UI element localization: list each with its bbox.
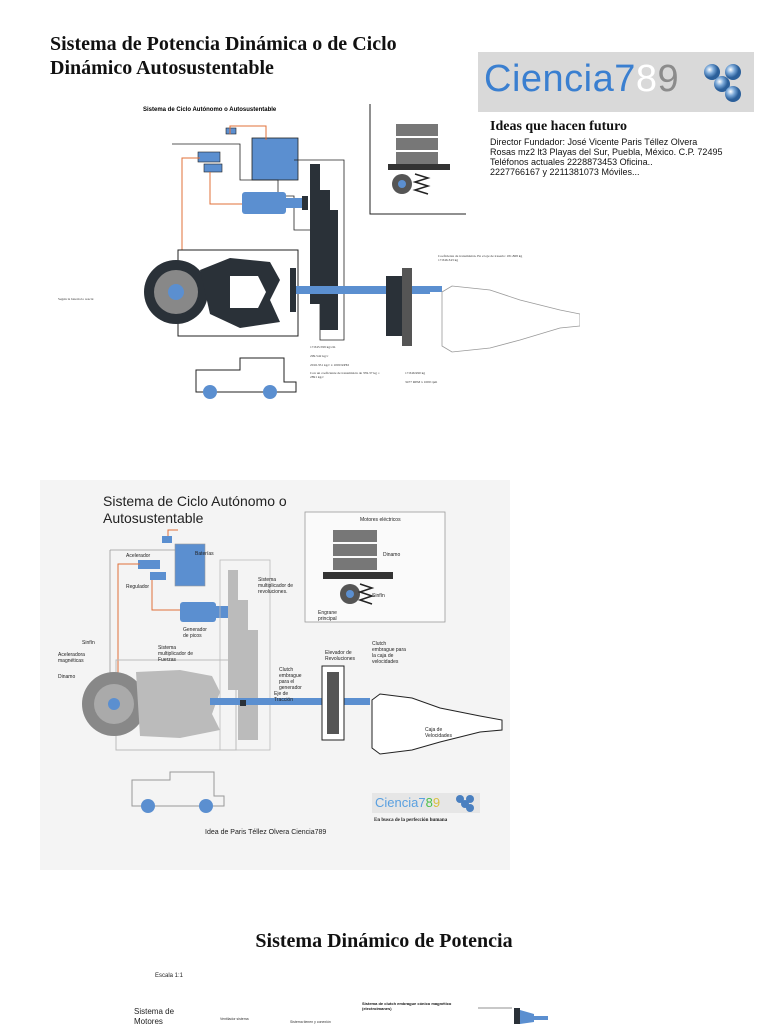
- logo2-part3: 9: [432, 795, 441, 810]
- ciencia789-logo-box: [478, 52, 754, 112]
- document-title: Sistema de Potencia Dinámica o de Ciclo …: [50, 33, 397, 79]
- logo2-subtitle: En busca de la perfección humana: [374, 818, 448, 823]
- d2-label-acelerador: Acelerador: [126, 553, 151, 559]
- d1-stat6: 3477 RPM x 1000 rpm: [405, 380, 438, 384]
- logo2-part1: Ciencia7: [375, 795, 426, 810]
- d2-label-generador: Generador de picos: [183, 627, 207, 639]
- tagline: Ideas que hacen futuro: [490, 119, 628, 134]
- diagram1-title: Sistema de Ciclo Autónomo o Autosustenta…: [143, 107, 277, 113]
- logo-spheres-icon: [704, 64, 741, 102]
- d1-note-left: Según la batería lo reacté: [58, 297, 94, 301]
- ciencia789-logo: Ciencia789: [484, 58, 679, 101]
- d2-label-regulador: Regulador: [126, 584, 150, 590]
- diagram2-caption: Idea de Paris Téllez Olvera Ciencia789: [205, 829, 327, 836]
- section3-title: Sistema Dinámico de Potencia: [255, 930, 513, 952]
- section3-clutch-note: Sistema de clutch embrague cónico magnét…: [362, 1001, 452, 1011]
- d2-label-dinamo: Dinamo: [58, 674, 76, 680]
- info-director: Director Fundador: José Vicente Paris Té…: [490, 137, 698, 147]
- d2-label-motores: Motores eléctricos: [360, 517, 401, 523]
- section3-texto-b: Sistema tienen y conexión: [290, 1020, 331, 1024]
- logo-part2: 8: [635, 58, 658, 100]
- d2-label-sinfin-top: Sinfín: [372, 593, 385, 599]
- d2-label-caja: Caja de Velocidades: [425, 727, 452, 739]
- ciencia789-logo-small: Ciencia789: [375, 795, 440, 810]
- section3-ventilador: Ventilador sistema: [220, 1017, 249, 1021]
- d2-label-baterias: Baterías: [195, 551, 214, 557]
- diagram1-drawing: [144, 104, 580, 399]
- d2-label-sinfin: Sinfín: [82, 640, 95, 646]
- ciencia789-logo-small-box: [372, 793, 480, 813]
- d2-label-clutch-gen: Clutch embrague para el generador: [279, 667, 302, 691]
- d1-note-right: Coeficiente de transmisión. En el eje de…: [438, 254, 523, 262]
- d2-label-aceleradora: Aceleradora magnéticas: [58, 652, 85, 664]
- scale-label: Escala 1:1: [155, 973, 184, 979]
- d2-label-multiplicador-fuerza: Sistema multiplicador de Fuerzas: [158, 645, 194, 663]
- logo2-part2: 8: [425, 795, 433, 810]
- d2-label-multiplicador-rev: Sistema multiplicador de revoluciones.: [258, 577, 294, 595]
- d1-stat4: Con un coeficiente de transmisión de 359…: [310, 371, 380, 379]
- d2-label-dinamo-top: Dinamo: [383, 552, 401, 558]
- d1-stat3: 2016.351 kg/c x 1000 RPM: [310, 363, 349, 367]
- d2-label-elevador: Elevador de Revoluciones: [325, 650, 356, 662]
- d1-stat2: 299.542 kg/c: [310, 354, 329, 358]
- info-address: Rosas mz2 lt3 Playas del Sur, Puebla, Mé…: [490, 147, 723, 157]
- section3-clutch-drawing: [478, 1007, 548, 1024]
- d2-label-engrane: Engrane principal: [318, 610, 337, 622]
- d1-stat5: 17.846.990 kg: [405, 371, 426, 375]
- diagram2-drawing: [82, 511, 503, 813]
- diagram2-title: Sistema de Ciclo Autónomo o Autosustenta…: [103, 493, 287, 526]
- d1-stat1: 17.845.599 kg/cm: [310, 345, 336, 349]
- section3-sistema-de: Sistema de Motores: [134, 1007, 175, 1026]
- d2-label-eje: Eje de Tracción: [274, 691, 293, 703]
- logo-part3: 9: [657, 58, 680, 100]
- logo-part1: Ciencia7: [484, 58, 636, 100]
- d2-label-clutch-caja: Clutch embrague para la caja de velocida…: [372, 641, 406, 665]
- info-phones: Teléfonos actuales 2228873453 Oficina..: [490, 157, 653, 167]
- info-mobiles: 2227766167 y 2211381073 Móviles...: [490, 167, 640, 177]
- logo2-spheres-icon: [456, 795, 474, 812]
